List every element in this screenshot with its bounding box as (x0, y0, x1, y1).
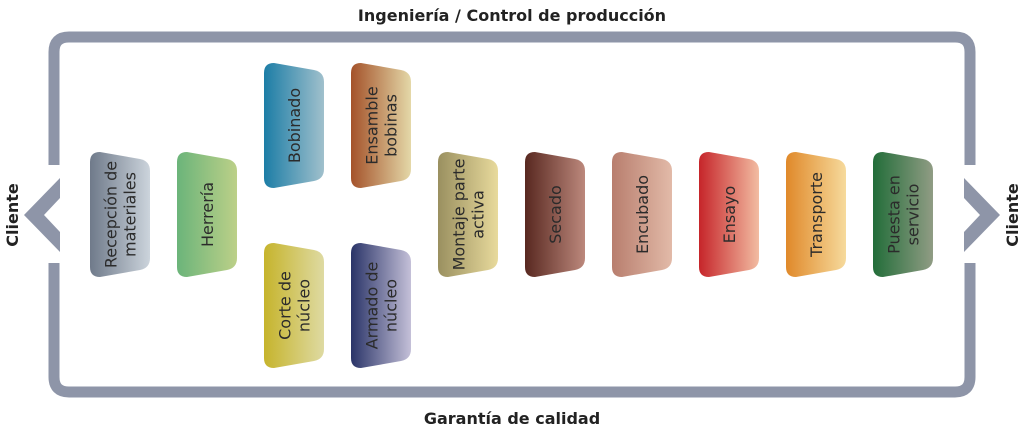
step-shape (264, 243, 324, 368)
bottom-label: Garantía de calidad (424, 409, 600, 428)
step-shape (699, 152, 759, 277)
step-transporte: Transporte (786, 152, 846, 277)
step-label: Transporte (807, 172, 826, 258)
step-label: Ensamble (363, 86, 382, 164)
step-shape (786, 152, 846, 277)
step-shape (612, 152, 672, 277)
step-shape (873, 152, 933, 277)
left-client-label: Cliente (3, 183, 22, 247)
step-shape (525, 152, 585, 277)
step-shape (264, 63, 324, 188)
step-shape (351, 243, 411, 368)
frame (48, 31, 976, 398)
step-label: Secado (546, 185, 565, 244)
step-label: Encubado (633, 175, 652, 254)
step-label: Ensayo (720, 186, 739, 244)
step-label: Puesta en (885, 175, 904, 254)
step-label: Corte de (276, 271, 295, 340)
step-label: Montaje parte (450, 159, 469, 271)
step-shape (177, 152, 237, 277)
step-herreria: Herrería (177, 152, 237, 277)
step-label: Recepción de (102, 161, 121, 268)
step-shape (438, 152, 498, 277)
top-label: Ingeniería / Control de producción (358, 6, 666, 25)
step-ensayo: Ensayo (699, 152, 759, 277)
step-label: bobinas (382, 94, 401, 157)
step-label: servicio (904, 184, 923, 246)
right-arrow-icon (964, 178, 1000, 252)
step-bobinado: Bobinado (264, 63, 324, 188)
step-shape (351, 63, 411, 188)
step-secado: Secado (525, 152, 585, 277)
step-label: Bobinado (285, 88, 304, 163)
step-shape (90, 152, 150, 277)
step-encubado: Encubado (612, 152, 672, 277)
step-label: Herrería (198, 182, 217, 247)
step-label: núcleo (382, 279, 401, 332)
step-label: núcleo (295, 279, 314, 332)
right-client-label: Cliente (1003, 183, 1022, 247)
left-arrow-icon (24, 178, 60, 252)
step-label: activa (469, 190, 488, 239)
step-label: materiales (121, 172, 140, 257)
step-label: Armado de (363, 262, 382, 350)
